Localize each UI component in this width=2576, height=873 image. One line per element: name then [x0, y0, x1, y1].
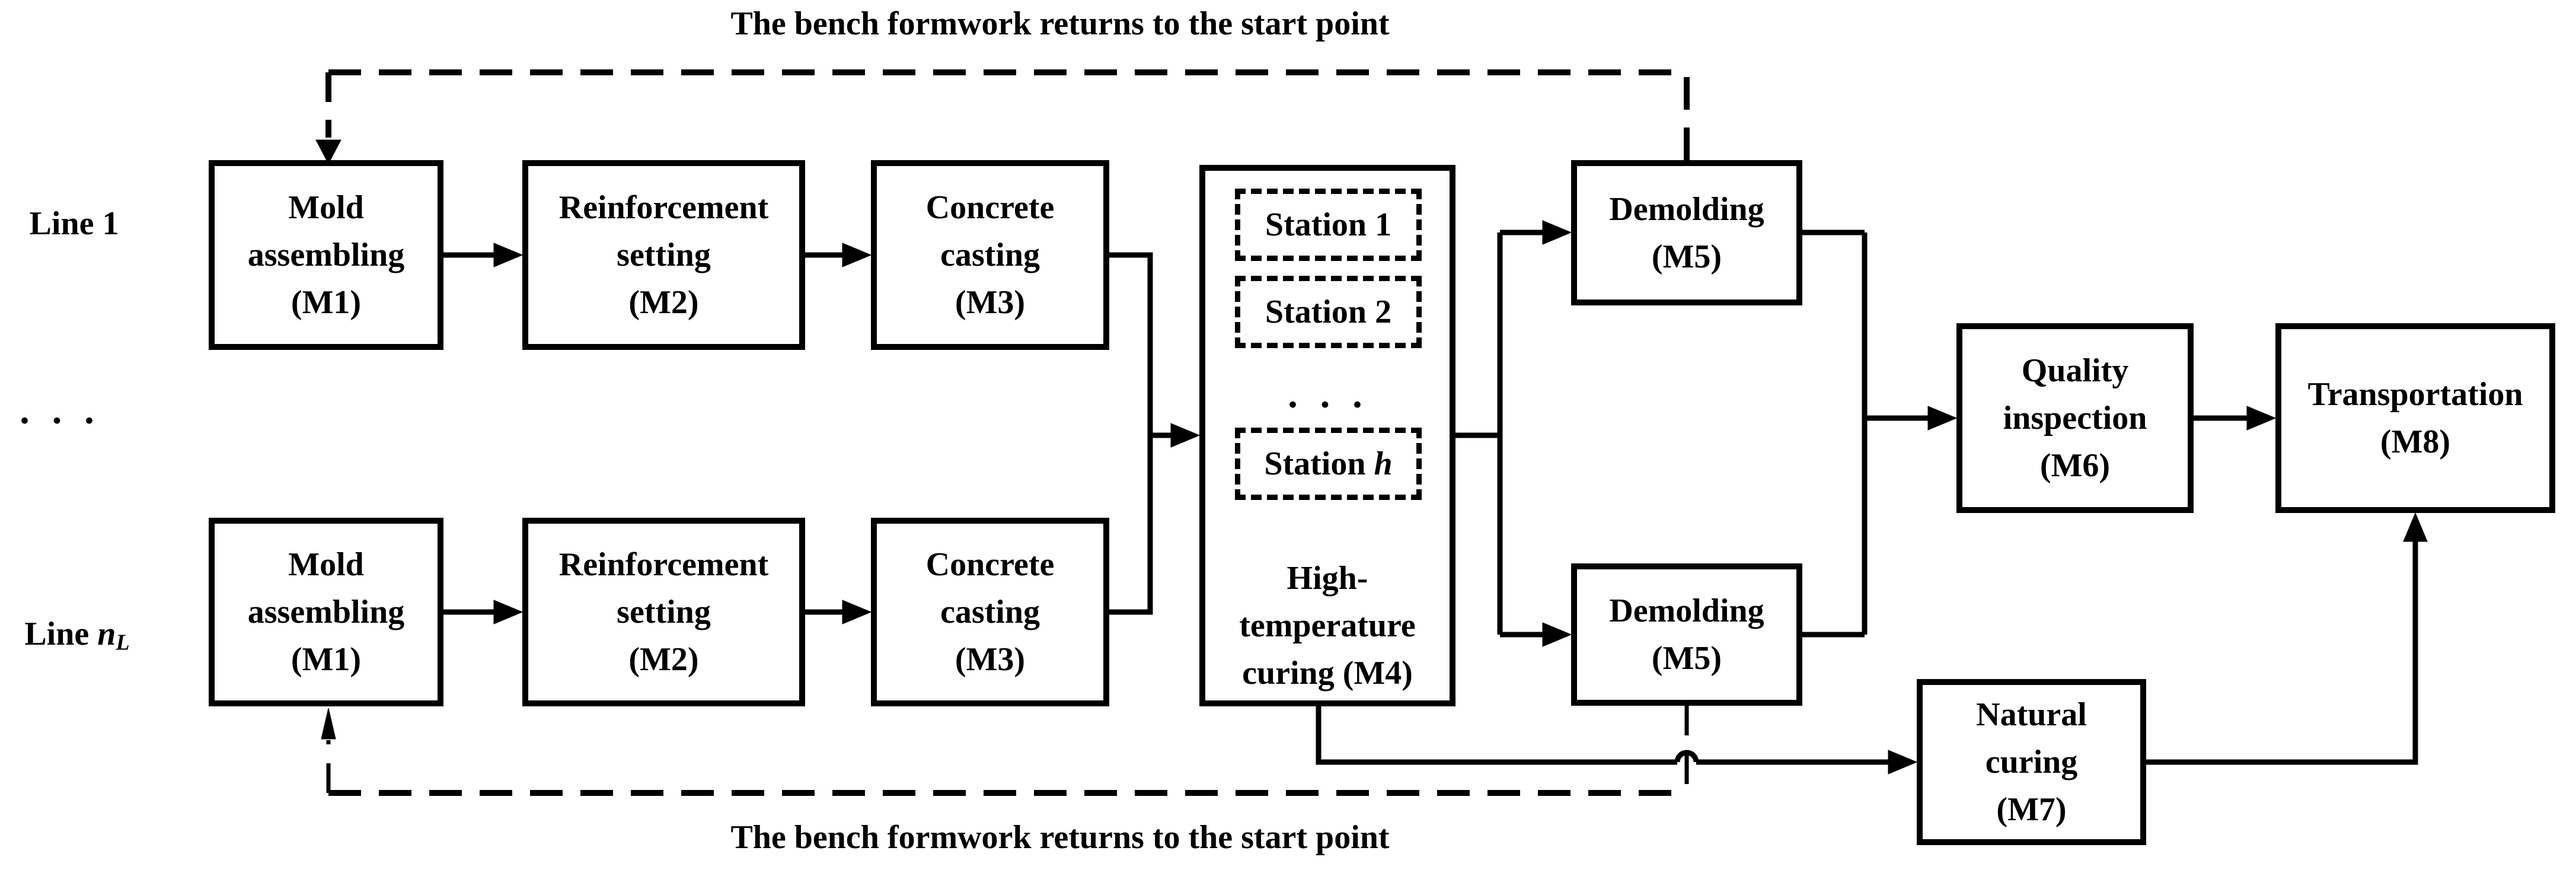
- box-text: Mold: [288, 189, 364, 226]
- box-natural-curing: Natural curing (M7): [1917, 679, 2146, 845]
- box-text: (M5): [1651, 238, 1722, 275]
- box-transportation: Transportation (M8): [2275, 323, 2555, 513]
- box-quality-inspection: Quality inspection (M6): [1956, 323, 2194, 513]
- box-text: (M2): [628, 641, 699, 678]
- box-text: Concrete: [925, 189, 1055, 226]
- box-high-temperature-curing: Station 1 Station 2 · · · Station h High…: [1199, 165, 1455, 706]
- label-line-n-prefix: Line: [24, 616, 98, 652]
- label-line-n-subscript: L: [116, 630, 130, 655]
- box-text: (M2): [628, 284, 699, 321]
- box-station-2: Station 2: [1235, 276, 1422, 348]
- arrow-natural-transportation-head: [2403, 512, 2428, 542]
- box-reinforcement-setting-line1: Reinforcement setting (M2): [522, 160, 805, 350]
- box-demolding-top: Demolding (M5): [1571, 160, 1802, 305]
- arrow-branch-demolding-bottom-head: [1542, 622, 1572, 647]
- box-text: (M5): [1651, 640, 1722, 677]
- box-text: (M8): [2380, 423, 2451, 460]
- label-line-n: Line nL: [6, 613, 148, 663]
- box-text: curing (M4): [1242, 655, 1413, 692]
- box-text: casting: [940, 237, 1040, 273]
- box-station-1: Station 1: [1235, 189, 1422, 261]
- box-text: Reinforcement: [558, 189, 769, 226]
- box-text: (M6): [2039, 447, 2111, 484]
- box-mold-assembling-line1: Mold assembling (M1): [209, 160, 443, 350]
- station-text: Station 1: [1265, 206, 1392, 243]
- box-text: (M3): [955, 284, 1026, 321]
- label-line-n-var: n: [97, 616, 116, 652]
- box-text: Quality: [2021, 352, 2129, 389]
- box-text: (M1): [291, 641, 362, 678]
- station-text: Station 2: [1265, 294, 1392, 330]
- box-text: Mold: [288, 546, 364, 583]
- return-top-annotation: The bench formwork returns to the start …: [730, 5, 1390, 42]
- box-text: inspection: [2003, 400, 2147, 436]
- arrow-branch-demolding-top-head: [1542, 220, 1572, 245]
- station-text: Station h: [1264, 440, 1392, 488]
- m4-label: High- temperature curing (M4): [1205, 555, 1450, 697]
- m4-natural-curing-connector-left: [1316, 706, 1677, 765]
- arrow-line1-m2-m3-head: [842, 243, 872, 267]
- box-concrete-casting-line1: Concrete casting (M3): [871, 160, 1109, 350]
- box-reinforcement-setting-lineN: Reinforcement setting (M2): [522, 518, 805, 706]
- box-text: setting: [617, 594, 711, 630]
- box-text: (M3): [955, 641, 1026, 678]
- station-h-prefix: Station: [1264, 445, 1374, 482]
- solid-flow-connectors: [443, 220, 2428, 775]
- box-mold-assembling-lineN: Mold assembling (M1): [209, 518, 443, 706]
- arrow-lineN-m2-m3-head: [842, 600, 872, 625]
- return-top-arrow-head: [315, 139, 341, 165]
- box-text: (M7): [1996, 791, 2067, 828]
- box-demolding-bottom: Demolding (M5): [1571, 563, 1802, 706]
- natural-curing-transportation-connector: [2146, 537, 2418, 765]
- arrow-join-quality-head: [1927, 406, 1958, 431]
- arrow-natural-curing-head: [1888, 750, 1918, 775]
- line-hop-arc: [1674, 750, 1699, 763]
- stations-ellipsis: · · ·: [1286, 383, 1369, 426]
- box-text: Natural: [1976, 696, 2087, 733]
- box-text: casting: [940, 594, 1040, 630]
- arrow-quality-transportation-head: [2246, 406, 2277, 431]
- merge-lines-connector: [1109, 252, 1153, 615]
- box-station-h: Station h: [1235, 428, 1422, 500]
- box-text: Reinforcement: [558, 546, 769, 583]
- box-text: Concrete: [925, 546, 1055, 583]
- arrow-lineN-m1-m2-head: [493, 600, 524, 625]
- box-text: setting: [617, 237, 711, 273]
- arrow-line1-m1-m2-head: [493, 243, 524, 267]
- box-text: Demolding: [1609, 190, 1764, 228]
- formwork-return-loops: [315, 69, 1690, 796]
- station-h-var: h: [1374, 445, 1393, 482]
- label-line-1: Line 1: [29, 205, 119, 242]
- box-text: High-: [1287, 560, 1368, 597]
- lines-ellipsis: · · ·: [18, 399, 101, 442]
- return-bottom-annotation: The bench formwork returns to the start …: [730, 819, 1390, 856]
- box-text: Demolding: [1609, 592, 1764, 629]
- box-text: (M1): [291, 284, 362, 321]
- arrow-merge-m4-head: [1170, 423, 1201, 448]
- box-text: assembling: [247, 594, 405, 630]
- box-text: assembling: [247, 237, 405, 273]
- return-bottom-arrow-head: [321, 708, 336, 740]
- box-concrete-casting-lineN: Concrete casting (M3): [871, 518, 1109, 706]
- box-text: temperature: [1239, 607, 1416, 644]
- box-text: Transportation: [2307, 376, 2523, 413]
- box-text: curing: [1985, 744, 2078, 780]
